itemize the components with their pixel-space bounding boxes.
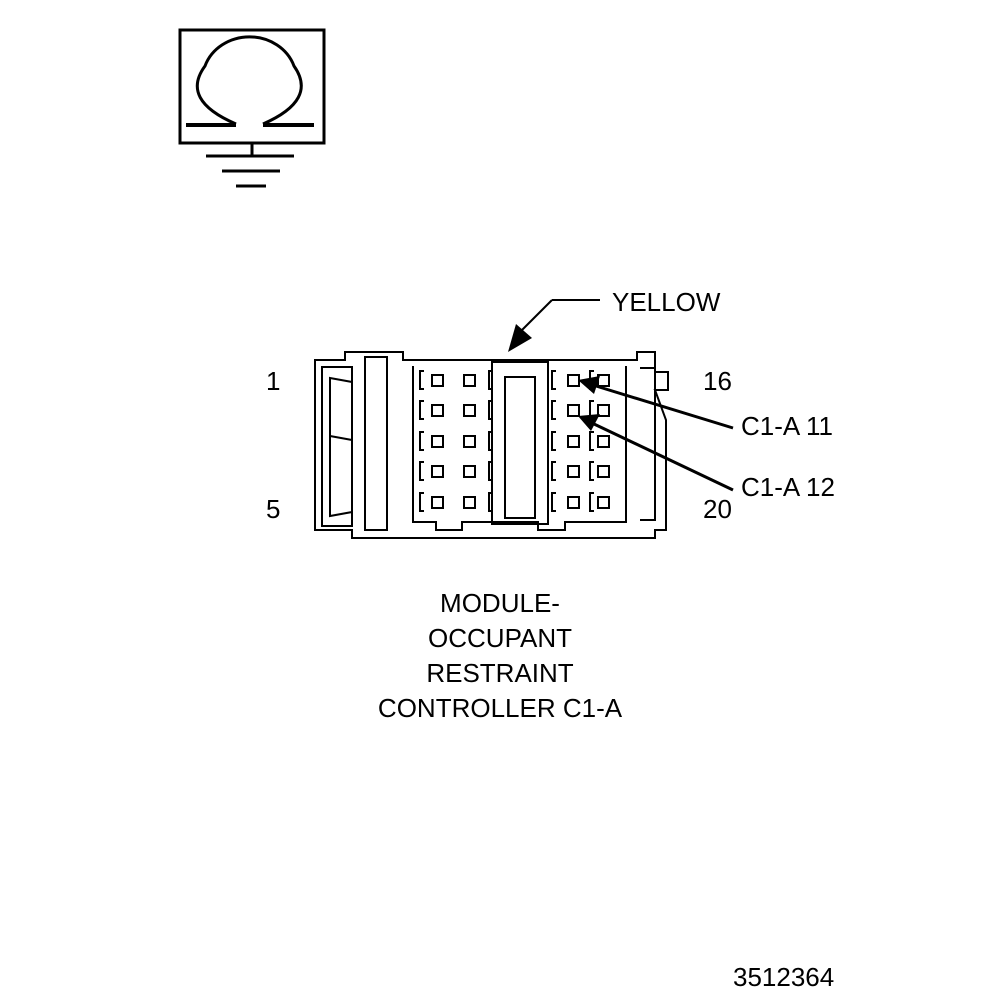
right-flange <box>640 367 656 521</box>
pin-cavity <box>567 465 580 478</box>
connector-title: MODULE- OCCUPANT RESTRAINT CONTROLLER C1… <box>300 586 700 726</box>
pin-cavity <box>431 435 444 448</box>
pin-cavity <box>597 435 610 448</box>
latch-inner <box>329 376 353 518</box>
figure-id: 3512364 <box>733 962 835 992</box>
cavity-rib <box>488 461 493 481</box>
pin-cavity <box>597 496 610 509</box>
center-key-inner <box>504 376 536 519</box>
cavity-rib <box>488 370 493 390</box>
pin-label-20: 20 <box>703 494 732 524</box>
color-callout-label: YELLOW <box>612 287 721 317</box>
cavity-rib <box>589 492 594 512</box>
connector-c1a <box>314 351 669 539</box>
yellow-callout-leader <box>508 299 600 352</box>
pin-cavities <box>431 374 610 509</box>
pin-cavity <box>431 374 444 387</box>
latch-divider <box>329 435 353 441</box>
cavity-rib <box>419 400 424 420</box>
cavity-rib <box>551 492 556 512</box>
pin-cavity <box>463 435 476 448</box>
pin-label-1: 1 <box>266 366 281 396</box>
pin-cavity <box>431 496 444 509</box>
cavity-rib <box>488 400 493 420</box>
pin-label-5: 5 <box>266 494 281 524</box>
cavity-rib <box>419 431 424 451</box>
left-slot <box>364 356 388 531</box>
cavity-rib <box>551 431 556 451</box>
pin-cavity <box>431 465 444 478</box>
cavity-rib <box>551 461 556 481</box>
cavity-rib <box>419 461 424 481</box>
arrowhead-c1a-12 <box>578 414 600 431</box>
center-key-outer <box>491 361 549 525</box>
cavity-rib <box>551 370 556 390</box>
cavity-rib <box>551 400 556 420</box>
leader-c1a-11 <box>595 384 734 430</box>
pin-cavity <box>463 374 476 387</box>
callout-c1a-12: C1-A 12 <box>741 472 835 502</box>
latch-outer <box>321 366 353 527</box>
pin-label-16: 16 <box>703 366 732 396</box>
pin-field-frame <box>412 366 627 531</box>
cavity-rib <box>488 431 493 451</box>
cavity-rib <box>419 492 424 512</box>
cavity-rib <box>419 370 424 390</box>
title-line: OCCUPANT <box>428 623 572 653</box>
pin-callout-leaders <box>578 376 734 492</box>
cavity-rib <box>488 492 493 512</box>
cavity-rib <box>589 431 594 451</box>
pin-cavity <box>597 465 610 478</box>
yellow-leader-diagonal <box>519 299 553 333</box>
pin-cavity <box>597 404 610 417</box>
cavity-rib <box>589 461 594 481</box>
ohmmeter-ground-icon <box>178 28 326 188</box>
pin-cavity <box>567 404 580 417</box>
pin-cavity <box>463 404 476 417</box>
title-line: MODULE- <box>440 588 560 618</box>
yellow-arrowhead <box>508 324 532 352</box>
title-line: CONTROLLER C1-A <box>377 693 623 723</box>
pin-cavity <box>431 404 444 417</box>
pin-cavity <box>567 496 580 509</box>
callout-c1a-11: C1-A 11 <box>741 411 834 441</box>
leader-c1a-12 <box>593 422 734 492</box>
cavity-ribs <box>419 370 594 512</box>
pin-cavity <box>567 374 580 387</box>
connector-shell <box>314 351 669 539</box>
title-line: RESTRAINT <box>426 658 574 688</box>
pin-cavity <box>463 496 476 509</box>
pin-cavity <box>567 435 580 448</box>
pin-cavity <box>463 465 476 478</box>
omega-symbol <box>195 35 303 126</box>
arrowhead-c1a-11 <box>578 376 600 394</box>
